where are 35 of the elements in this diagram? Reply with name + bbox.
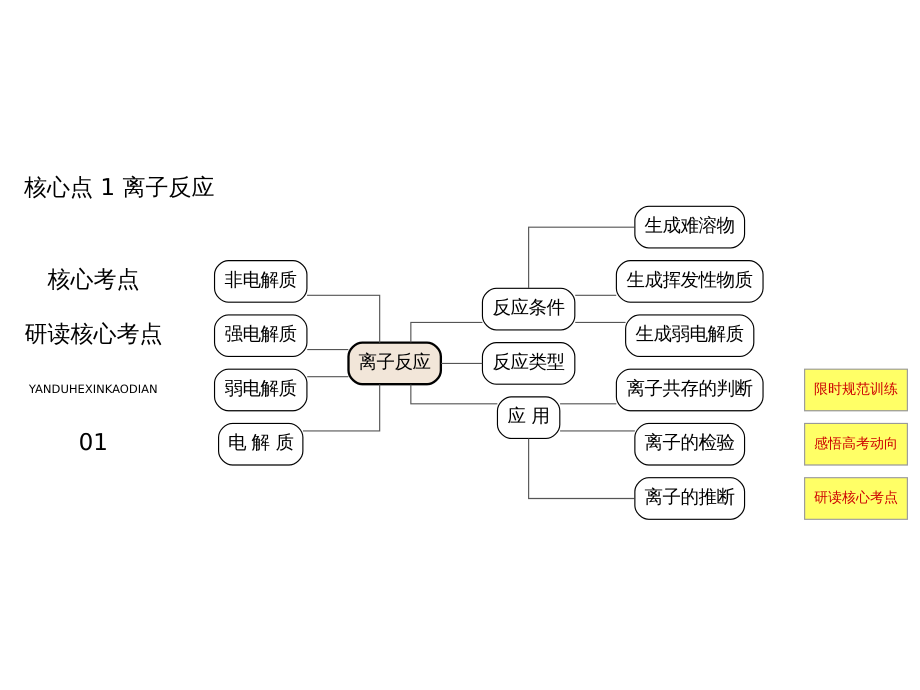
node-box: 离子共存的判断 (615, 368, 764, 411)
node-box: 离子反应 (346, 340, 442, 385)
connector (560, 402, 616, 404)
node-box: 反应条件 (481, 287, 575, 330)
connector (302, 384, 380, 432)
connector (574, 294, 616, 296)
connector (410, 384, 497, 404)
connector (560, 430, 634, 432)
connector (528, 226, 634, 288)
node-box: 弱电解质 (213, 368, 307, 411)
connector (410, 321, 482, 342)
node-box: 应 用 (496, 396, 560, 439)
connector (306, 294, 380, 342)
node-box: 限时规范训练 (804, 368, 908, 411)
node-box: 离子的检验 (634, 422, 745, 466)
label: 01 (78, 430, 108, 456)
diagram-title: 核心点 1 离子反应 (24, 174, 214, 200)
node-box: 感悟高考动向 (804, 422, 908, 466)
node-box: 反应类型 (481, 342, 575, 384)
label: 研读核心考点 (24, 320, 162, 347)
node-box: 生成挥发性物质 (615, 260, 764, 302)
node-box: 生成难溶物 (634, 205, 745, 248)
node-box: 强电解质 (213, 314, 307, 357)
label: YANDUHEXINKAODIAN (28, 381, 158, 396)
connector (528, 438, 634, 499)
connector (306, 348, 348, 350)
label: 核心考点 (46, 266, 139, 293)
connector (306, 376, 348, 377)
node-box: 生成弱电解质 (624, 314, 754, 357)
connector (574, 321, 626, 322)
node-box: 非电解质 (213, 260, 307, 302)
connector (440, 362, 482, 364)
node-box: 离子的推断 (634, 476, 745, 520)
node-box: 研读核心考点 (804, 476, 908, 520)
node-box: 电 解 质 (218, 422, 303, 466)
